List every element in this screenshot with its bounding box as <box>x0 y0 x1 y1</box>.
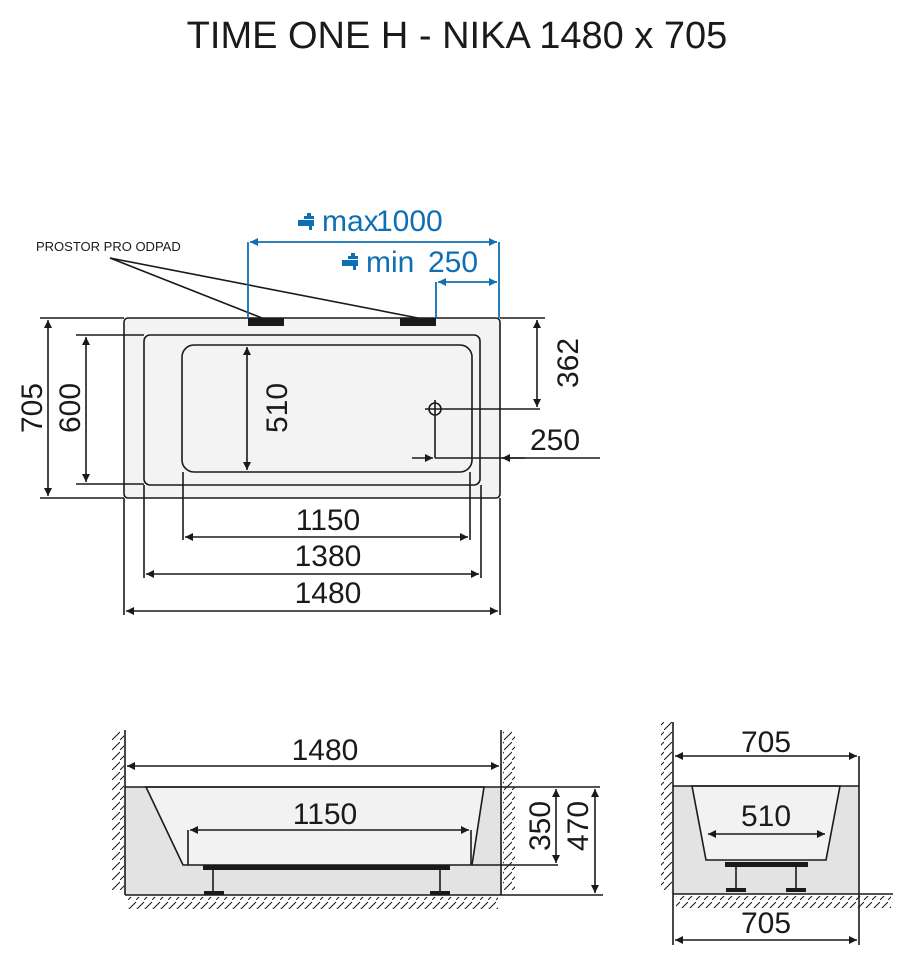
waste-space-label: PROSTOR PRO ODPAD <box>36 239 181 254</box>
faucet-icon <box>298 213 314 230</box>
side-dim-length: 1480 <box>292 734 359 767</box>
faucet-min-value: 250 <box>428 246 478 279</box>
waste-space-block-left <box>248 318 284 326</box>
dim-bottom-length: 1150 <box>296 504 361 537</box>
dim-drain-from-edge: 362 <box>552 338 585 388</box>
faucet-icon <box>342 253 358 270</box>
faucet-max-prefix: max <box>322 205 379 238</box>
dim-inner-length: 1380 <box>295 540 362 573</box>
dim-overall-length: 1480 <box>295 577 362 610</box>
side-dim-height: 470 <box>562 801 595 851</box>
dim-overall-width: 705 <box>16 383 49 433</box>
drawing-title: TIME ONE H - NIKA 1480 x 705 <box>187 15 728 57</box>
plan-view: PROSTOR PRO ODPAD max 1000 min 250 705 6… <box>16 205 600 615</box>
faucet-min-prefix: min <box>366 246 414 279</box>
callout-leader-1 <box>109 257 263 319</box>
dim-bottom-width: 510 <box>261 383 294 433</box>
faucet-max-value: 1000 <box>376 205 443 238</box>
dim-inner-width: 600 <box>54 383 87 433</box>
waste-space-block-right <box>400 318 436 326</box>
dim-drain-from-end: 250 <box>530 424 580 457</box>
end-dim-top-width: 705 <box>741 726 791 759</box>
end-dim-bottom-width: 510 <box>741 800 791 833</box>
end-dim-base-width: 705 <box>741 907 791 940</box>
side-dim-depth: 350 <box>524 801 557 851</box>
side-view: 1480 1150 350 470 <box>112 730 603 909</box>
end-view: 705 510 705 <box>661 722 893 945</box>
callout-leader-2 <box>109 257 419 319</box>
side-dim-bottom-length: 1150 <box>293 798 358 831</box>
